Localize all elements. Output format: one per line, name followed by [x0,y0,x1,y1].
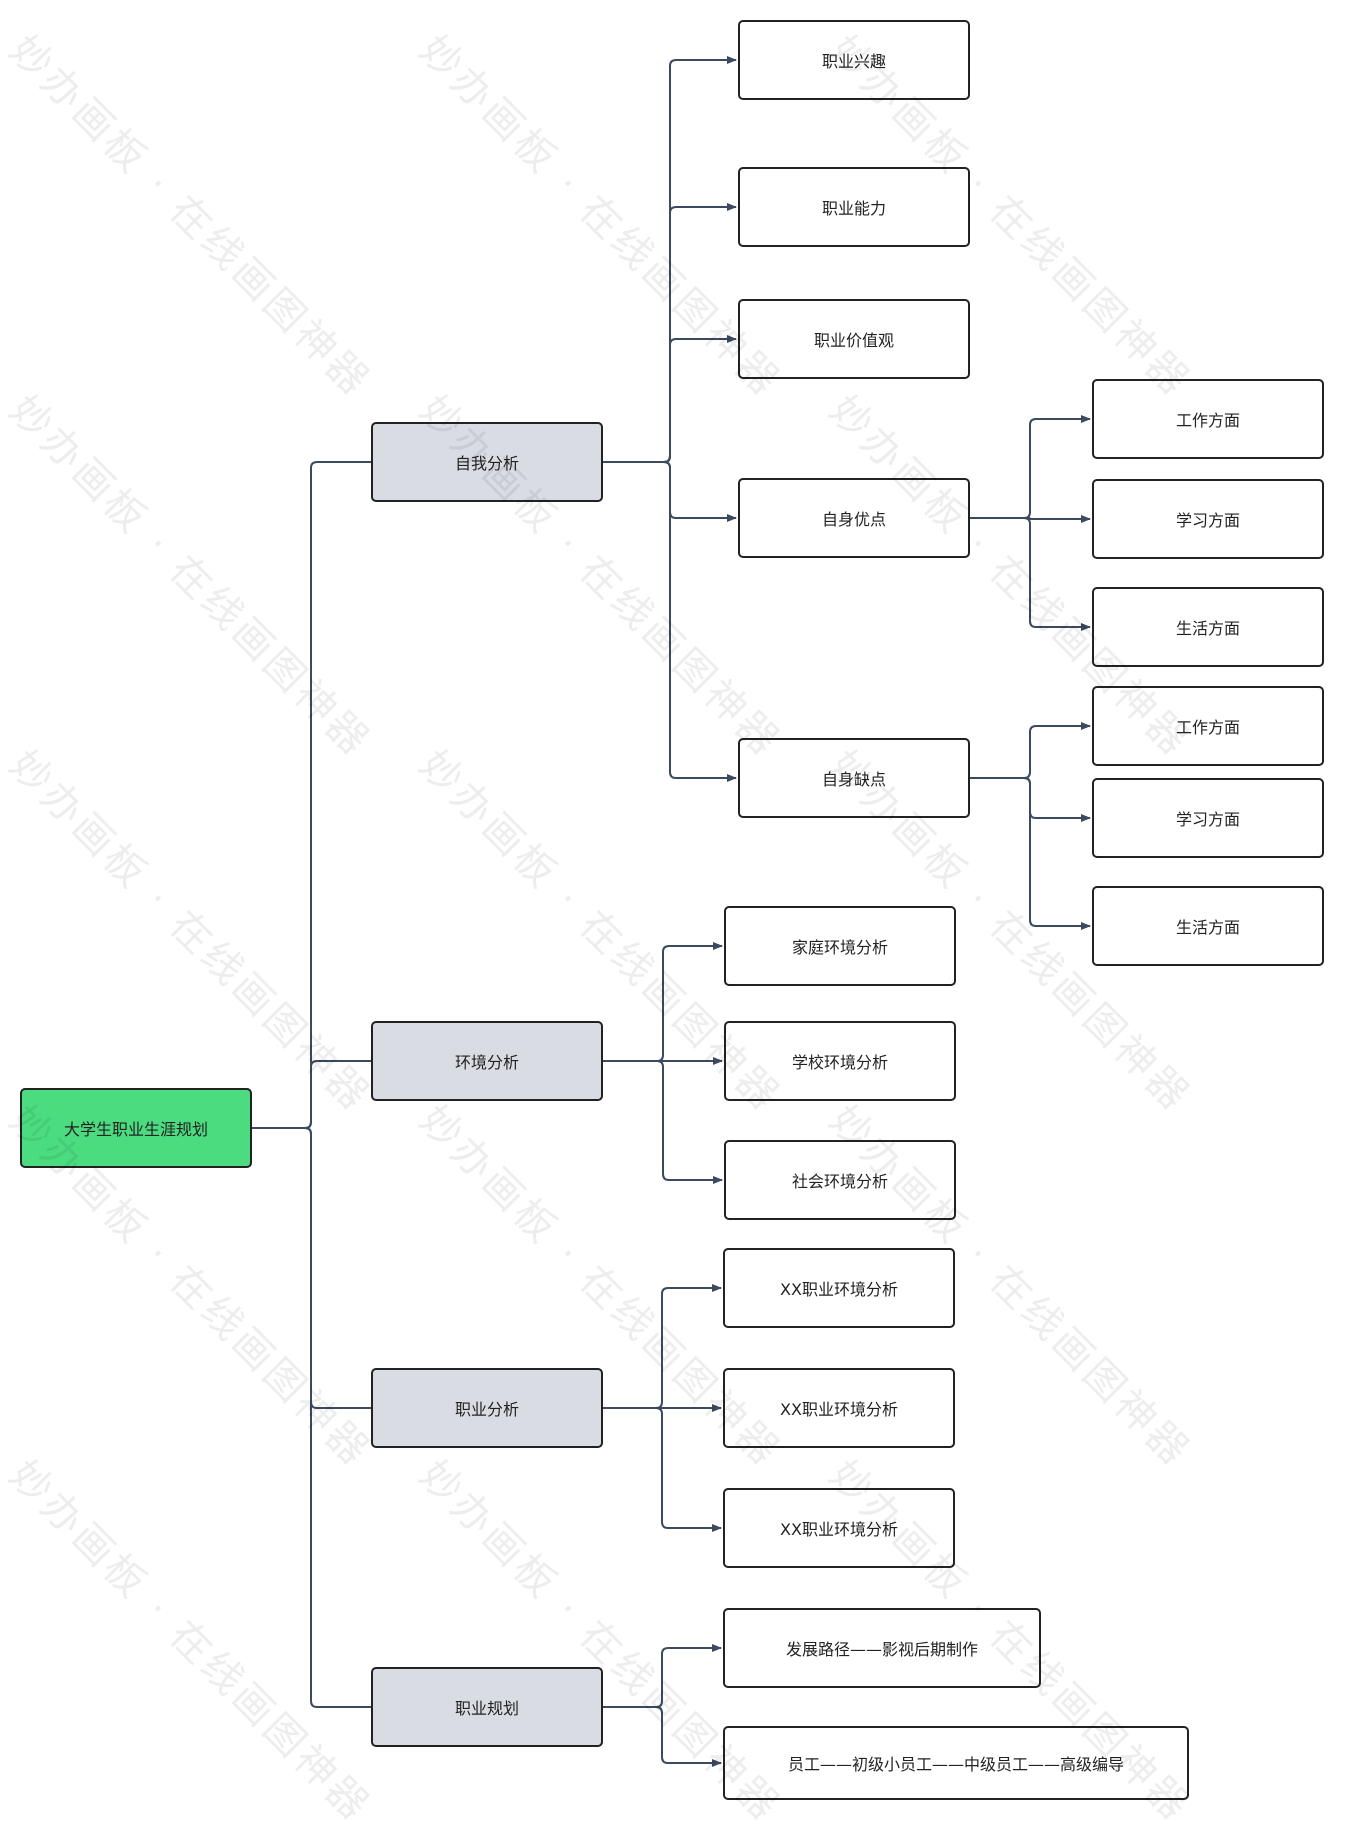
node-label: XX职业环境分析 [780,1520,898,1539]
node-label: 工作方面 [1175,718,1240,737]
node-career-env[interactable]: XX职业环境分析 [723,1488,955,1568]
node-label: 自我分析 [454,454,519,473]
node-label: 工作方面 [1175,411,1240,430]
node-label: 学习方面 [1175,810,1240,829]
node-promotion-path[interactable]: 员工——初级小员工——中级员工——高级编导 [723,1726,1189,1800]
connector-n-root-n-env [252,1060,371,1129]
node-label: 自身优点 [821,510,886,529]
node-label: 自身缺点 [821,770,886,789]
node-family-env[interactable]: 家庭环境分析 [724,906,956,986]
node-environment-analysis[interactable]: 环境分析 [371,1021,603,1101]
node-label: 职业兴趣 [821,52,886,71]
connector-n-root-n-self [252,461,371,1129]
node-school-env[interactable]: 学校环境分析 [724,1021,956,1101]
node-society-env[interactable]: 社会环境分析 [724,1140,956,1220]
root-label: 大学生职业生涯规划 [63,1120,208,1139]
node-weakness-study[interactable]: 学习方面 [1092,778,1324,858]
node-career-planning[interactable]: 职业规划 [371,1667,603,1747]
node-strengths[interactable]: 自身优点 [738,478,970,558]
node-weakness-life[interactable]: 生活方面 [1092,886,1324,966]
node-label: 家庭环境分析 [791,938,888,957]
connector-n-self-s4 [603,461,737,782]
connector-s4-w2 [970,777,1091,930]
connector-n-self-s2 [603,335,737,463]
node-label: 环境分析 [454,1053,519,1072]
root-node[interactable]: 大学生职业生涯规划 [20,1088,252,1168]
connector-s4-w0 [970,722,1091,779]
node-label: 员工——初级小员工——中级员工——高级编导 [787,1755,1124,1774]
connector-n-env-e0 [603,942,723,1062]
node-label: XX职业环境分析 [780,1280,898,1299]
node-label: 生活方面 [1175,619,1240,638]
connector-n-career-c0 [603,1284,722,1409]
connector-s3-st1 [970,515,1091,523]
node-label: 生活方面 [1175,918,1240,937]
node-label: XX职业环境分析 [780,1400,898,1419]
connector-n-plan-p1 [603,1706,722,1767]
node-label: 职业能力 [821,199,886,218]
node-strength-work[interactable]: 工作方面 [1092,379,1324,459]
node-label: 职业价值观 [813,331,894,350]
node-label: 职业分析 [454,1400,519,1419]
node-self-analysis[interactable]: 自我分析 [371,422,603,502]
connector-s3-st0 [970,415,1091,519]
connector-n-career-c2 [603,1407,722,1532]
node-label: 学习方面 [1175,511,1240,530]
node-career-env[interactable]: XX职业环境分析 [723,1248,955,1328]
node-career-ability[interactable]: 职业能力 [738,167,970,247]
node-weakness-work[interactable]: 工作方面 [1092,686,1324,766]
node-label: 社会环境分析 [791,1172,888,1191]
node-career-values[interactable]: 职业价值观 [738,299,970,379]
connector-n-plan-p0 [603,1644,722,1708]
node-career-analysis[interactable]: 职业分析 [371,1368,603,1448]
connector-s3-st2 [970,517,1091,631]
node-strength-study[interactable]: 学习方面 [1092,479,1324,559]
connector-n-root-n-plan [252,1127,371,1708]
node-weaknesses[interactable]: 自身缺点 [738,738,970,818]
node-career-interest[interactable]: 职业兴趣 [738,20,970,100]
node-strength-life[interactable]: 生活方面 [1092,587,1324,667]
node-label: 发展路径——影视后期制作 [785,1640,978,1659]
node-label: 职业规划 [454,1699,519,1718]
node-development-path[interactable]: 发展路径——影视后期制作 [723,1608,1041,1688]
node-career-env[interactable]: XX职业环境分析 [723,1368,955,1448]
connector-n-env-e2 [603,1060,723,1184]
node-label: 学校环境分析 [791,1053,888,1072]
